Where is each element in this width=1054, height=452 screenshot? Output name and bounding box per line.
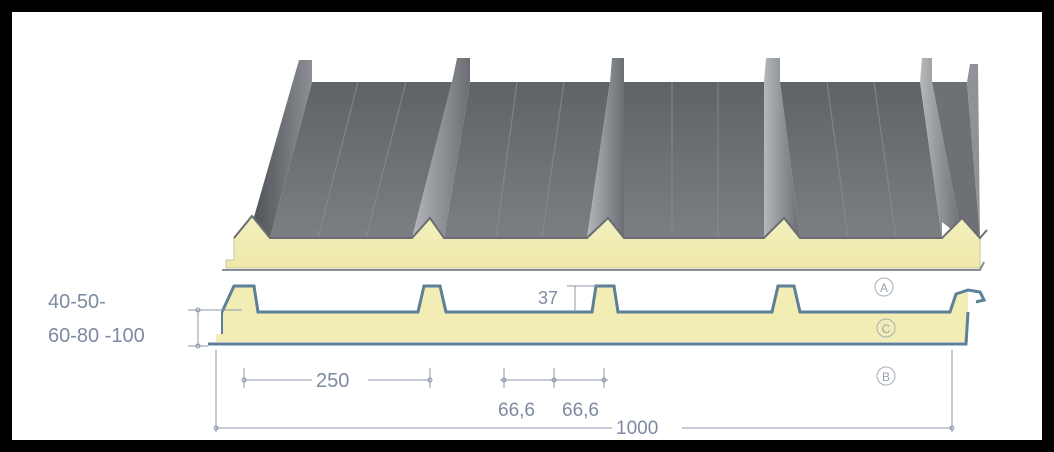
- cross-section: [208, 284, 987, 346]
- thickness-label-2: 60-80 -100: [48, 325, 145, 347]
- marker-b: B: [876, 366, 896, 386]
- panel-3d: [222, 58, 988, 271]
- svg-text:C: C: [882, 322, 891, 336]
- dimension-lines: [188, 285, 955, 432]
- panel-valley: [444, 82, 610, 238]
- panel-valley: [780, 82, 942, 238]
- panel-valley: [270, 82, 452, 238]
- marker-a: A: [874, 277, 894, 297]
- panel-ribs: [252, 58, 980, 238]
- sub-rib-label-2: 66,6: [562, 400, 599, 421]
- rib-spacing-label: 250: [316, 370, 349, 392]
- svg-text:B: B: [882, 370, 890, 384]
- total-width-label: 1000: [616, 418, 658, 439]
- diagram-canvas: 40-50- 60-80 -100 37 250 66,6 66,6 1000 …: [12, 12, 1042, 440]
- section-foam-core: [216, 286, 968, 342]
- svg-text:A: A: [880, 281, 888, 295]
- panel-valley: [932, 82, 980, 238]
- sub-rib-label-1: 66,6: [498, 400, 535, 421]
- sandwich-panel-diagram: 40-50- 60-80 -100 37 250 66,6 66,6 1000 …: [48, 58, 988, 439]
- panel-grooves: [317, 81, 897, 239]
- thickness-label-1: 40-50-: [48, 291, 106, 313]
- rib-height-label: 37: [538, 288, 558, 308]
- panel-valley: [624, 82, 764, 238]
- marker-c: C: [876, 318, 896, 338]
